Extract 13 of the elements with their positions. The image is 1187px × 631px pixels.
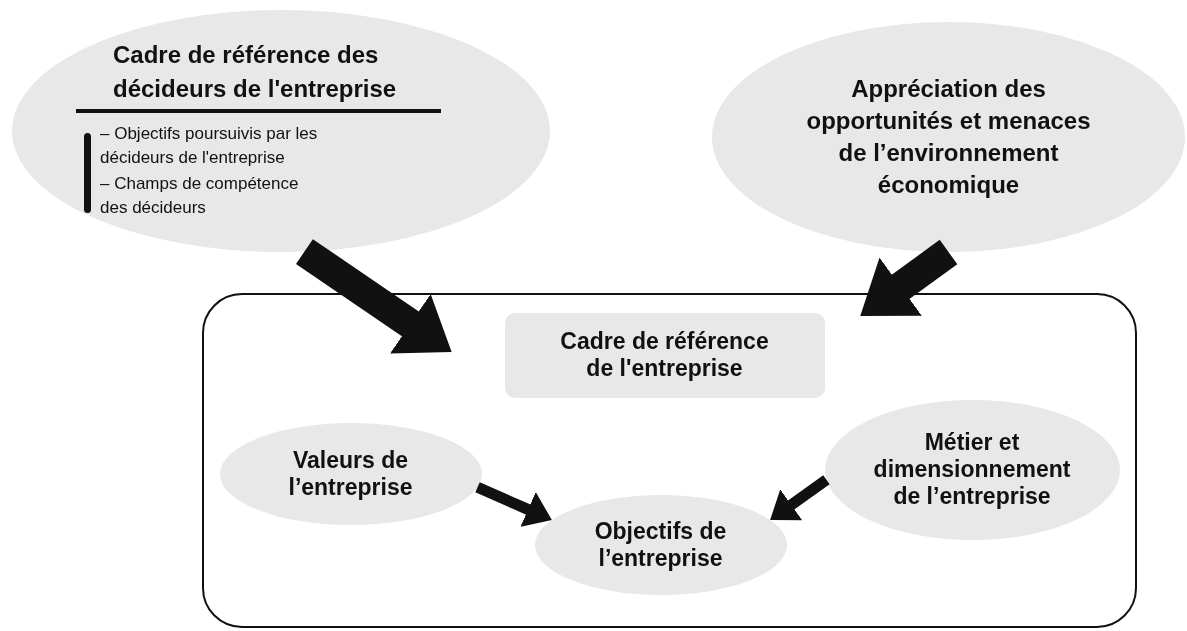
node-label: Objectifs de l’entreprise (593, 517, 728, 572)
bullet-text: – Objectifs poursuivis par les décideurs de l'entreprise (100, 123, 319, 169)
arrow (770, 475, 830, 521)
node-label: Métier et dimensionnement de l’entreprise (872, 429, 1072, 510)
rounded-frame (202, 293, 1137, 628)
arrow (295, 239, 452, 354)
node-label: Appréciation des opportunités et menaces de l’environnement économique (805, 74, 1092, 200)
node-label: Cadre de référence de l'entreprise (559, 328, 770, 382)
arrow (860, 239, 958, 317)
arrow (475, 482, 552, 527)
node-label: Valeurs de l’entreprise (287, 446, 414, 501)
bullet-text: – Champs de compétence des décideurs (100, 173, 300, 219)
node-heading: Cadre de référence des décideurs de l'entreprise (113, 40, 398, 104)
